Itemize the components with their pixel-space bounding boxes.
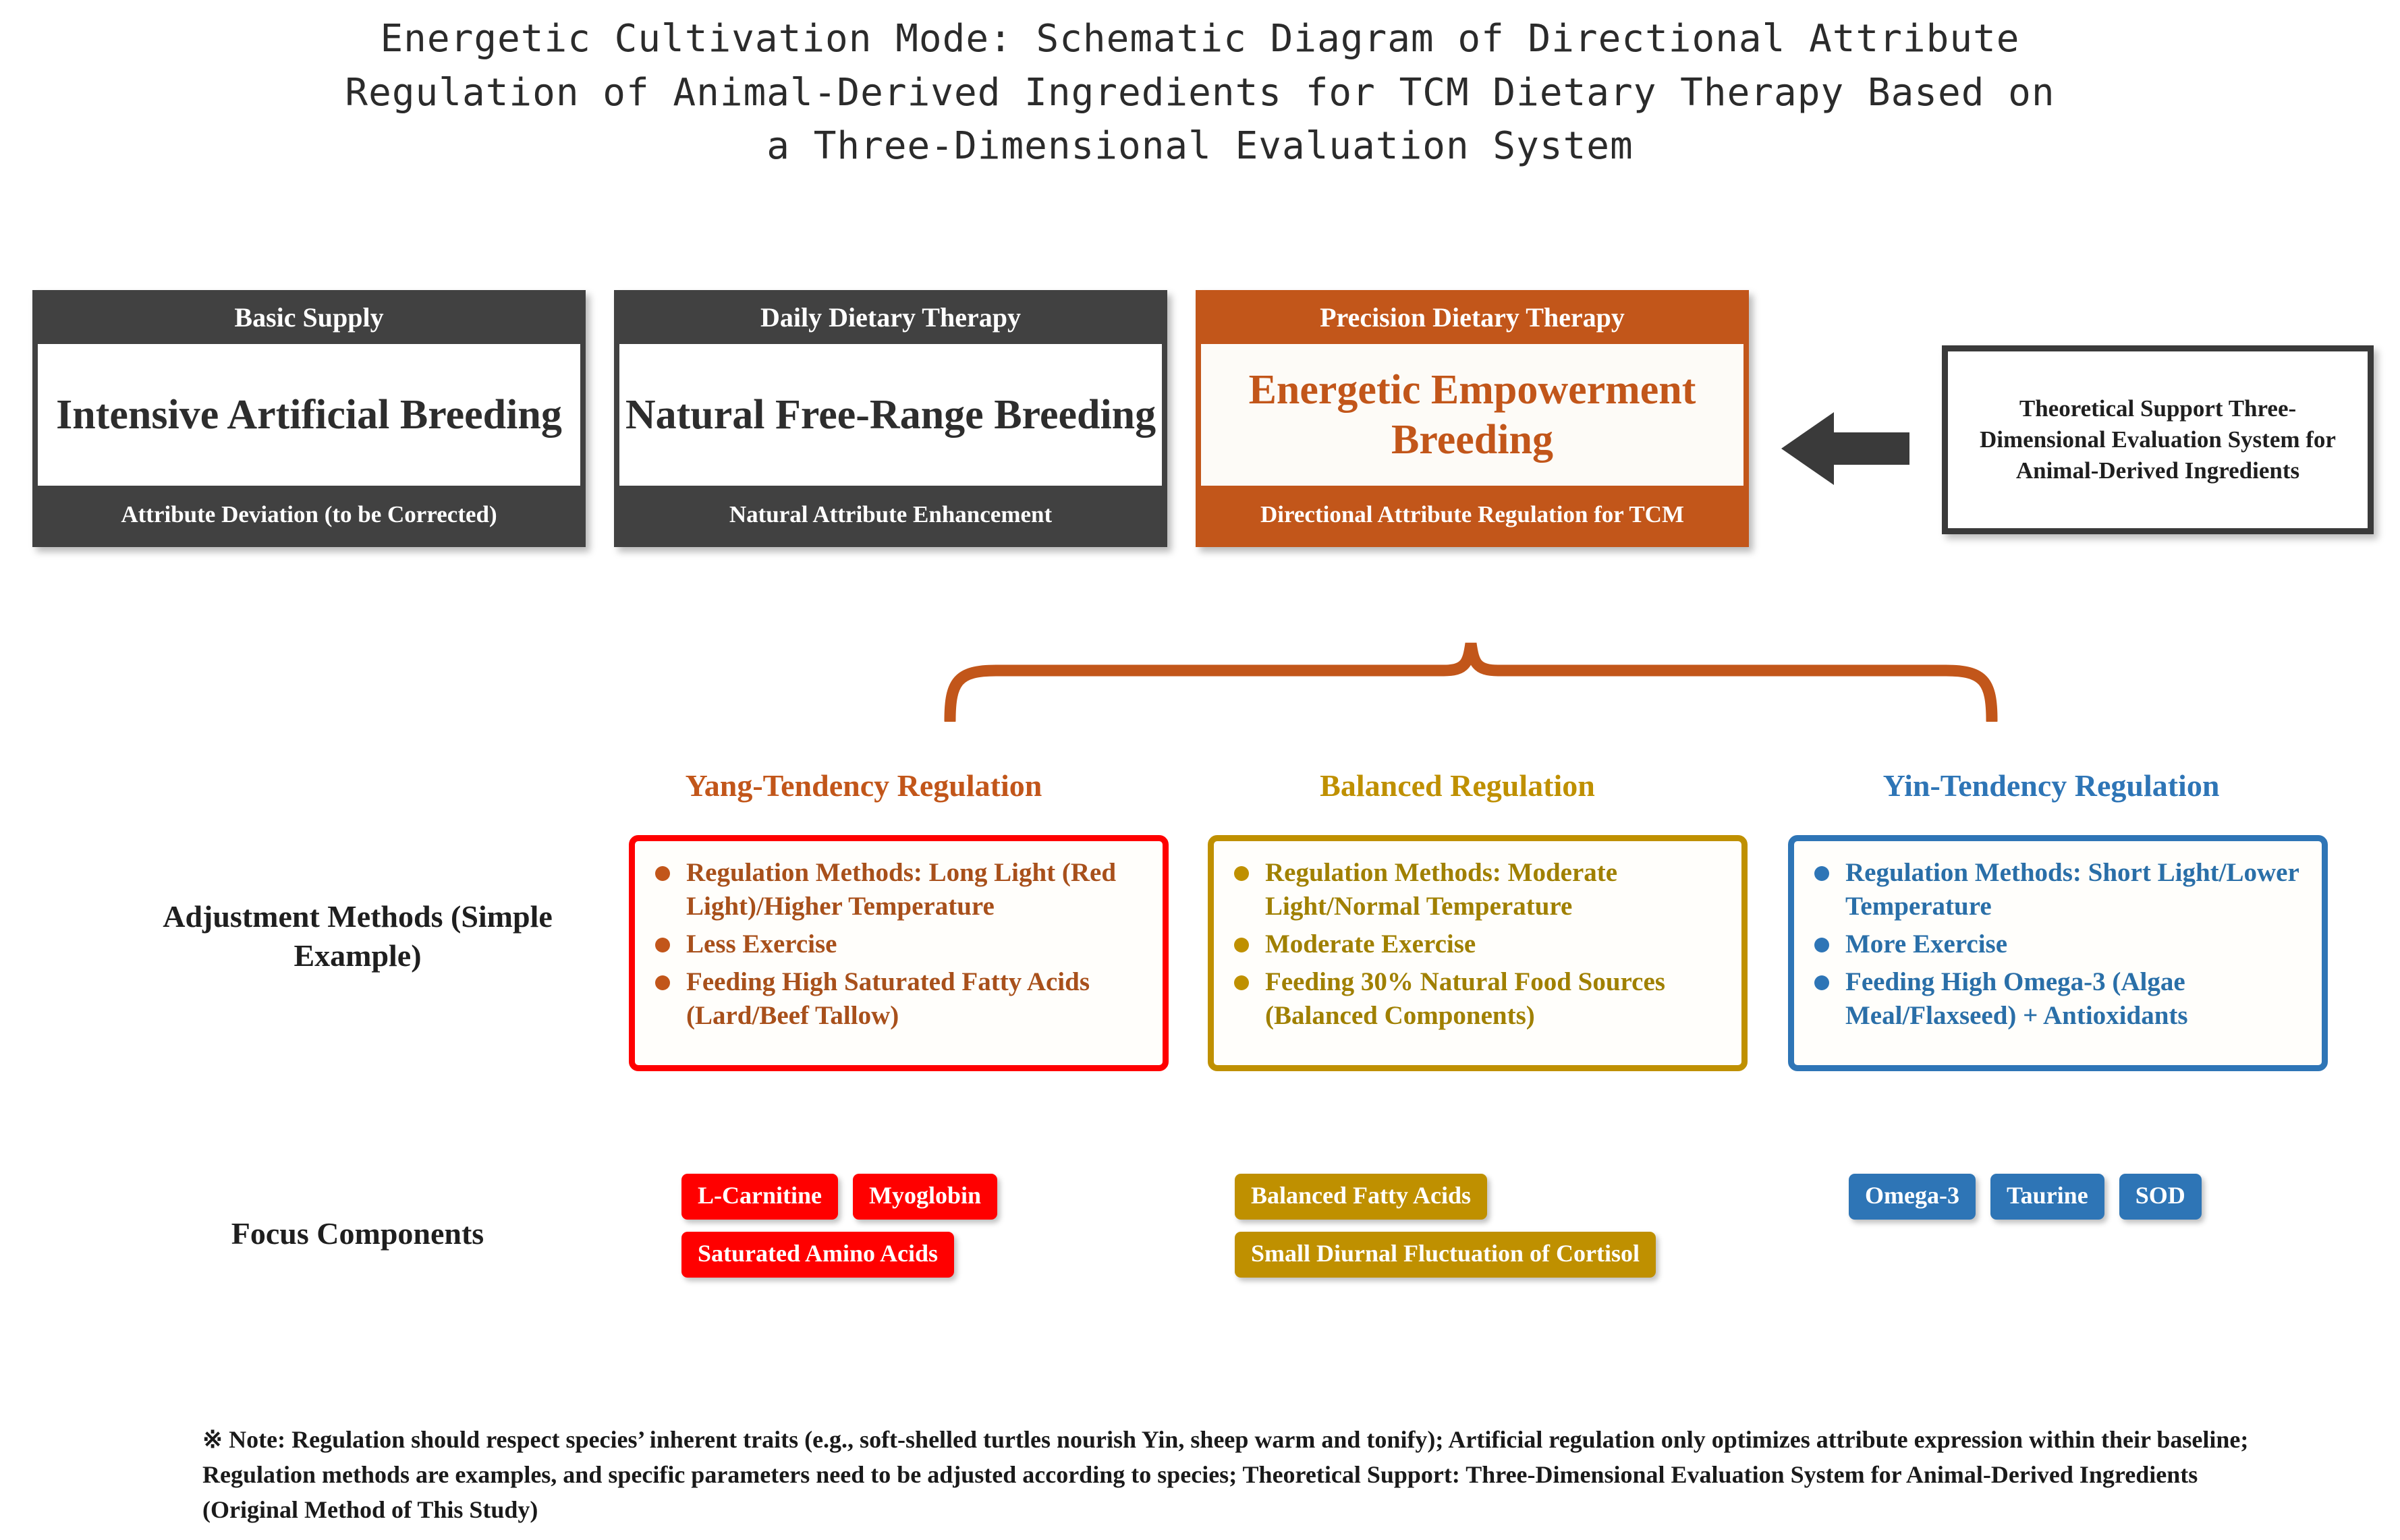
method-list-item: Regulation Methods: Short Light/Lower Te… bbox=[1810, 856, 2304, 923]
method-text: Moderate Exercise bbox=[1265, 929, 1476, 959]
method-list-item: Regulation Methods: Long Light (Red Ligh… bbox=[651, 856, 1145, 923]
method-list-item: Less Exercise bbox=[651, 928, 1145, 961]
method-list-item: Regulation Methods: Moderate Light/Norma… bbox=[1230, 856, 1724, 923]
bullet-icon bbox=[655, 975, 670, 990]
method-text: More Exercise bbox=[1845, 929, 2008, 959]
stage-card-caption: Precision Dietary Therapy bbox=[1320, 302, 1625, 333]
method-text: Regulation Methods: Long Light (Red Ligh… bbox=[686, 858, 1117, 921]
bullet-icon bbox=[1814, 975, 1829, 990]
method-list-item: Feeding 30% Natural Food Sources (Balanc… bbox=[1230, 965, 1724, 1033]
focus-tag: Small Diurnal Fluctuation of Cortisol bbox=[1235, 1231, 1656, 1278]
stage-card-daily-dietary-therapy: Daily Dietary Therapy Natural Free-Range… bbox=[614, 290, 1167, 547]
bullet-icon bbox=[1234, 866, 1249, 881]
stage-card-footer: Natural Attribute Enhancement bbox=[729, 501, 1053, 527]
row-label-adjustment-methods: Adjustment Methods (Simple Example) bbox=[163, 899, 553, 973]
method-text: Regulation Methods: Moderate Light/Norma… bbox=[1265, 858, 1618, 921]
title-line-1: Energetic Cultivation Mode: Schematic Di… bbox=[380, 17, 2020, 61]
page-title: Energetic Cultivation Mode: Schematic Di… bbox=[0, 12, 2400, 173]
column-header-balanced: Balanced Regulation bbox=[1320, 768, 1595, 803]
focus-tag: Myoglobin bbox=[853, 1174, 998, 1220]
curly-brace-down-icon bbox=[944, 642, 1998, 722]
stage-card-caption: Daily Dietary Therapy bbox=[760, 302, 1021, 333]
bullet-icon bbox=[655, 866, 670, 881]
footnote: ※ Note: Regulation should respect specie… bbox=[202, 1426, 2249, 1524]
methods-list: Regulation Methods: Moderate Light/Norma… bbox=[1230, 856, 1724, 1033]
focus-tags-balanced: Balanced Fatty Acids Small Diurnal Fluct… bbox=[1235, 1174, 1788, 1290]
title-line-3: a Three-Dimensional Evaluation System bbox=[766, 124, 1634, 169]
method-list-item: Moderate Exercise bbox=[1230, 928, 1724, 961]
focus-tag: L-Carnitine bbox=[681, 1174, 838, 1220]
bullet-icon bbox=[1234, 937, 1249, 952]
focus-tags-yin: Omega-3 Taurine SOD bbox=[1849, 1174, 2389, 1232]
bullet-icon bbox=[1234, 975, 1249, 990]
theoretical-support-text: Theoretical Support Three-Dimensional Ev… bbox=[1980, 395, 2336, 484]
focus-tag: Omega-3 bbox=[1849, 1174, 1976, 1220]
bullet-icon bbox=[1814, 866, 1829, 881]
method-text: Feeding High Omega-3 (Algae Meal/Flaxsee… bbox=[1845, 967, 2188, 1030]
focus-tag: Taurine bbox=[1990, 1174, 2104, 1220]
methods-box-yin: Regulation Methods: Short Light/Lower Te… bbox=[1788, 835, 2328, 1071]
stage-card-title: Natural Free-Range Breeding bbox=[619, 344, 1162, 486]
methods-list: Regulation Methods: Long Light (Red Ligh… bbox=[651, 856, 1145, 1033]
stage-card-footer: Directional Attribute Regulation for TCM bbox=[1260, 501, 1684, 527]
focus-tags-yang: L-Carnitine Myoglobin Saturated Amino Ac… bbox=[681, 1174, 1194, 1290]
stage-card-basic-supply: Basic Supply Intensive Artificial Breedi… bbox=[32, 290, 586, 547]
stage-card-title: Energetic Empowerment Breeding bbox=[1201, 344, 1743, 486]
focus-tag: Saturated Amino Acids bbox=[681, 1231, 955, 1278]
method-text: Feeding 30% Natural Food Sources (Balanc… bbox=[1265, 967, 1665, 1030]
method-text: Regulation Methods: Short Light/Lower Te… bbox=[1845, 858, 2299, 921]
focus-tag: Balanced Fatty Acids bbox=[1235, 1174, 1488, 1220]
methods-box-balanced: Regulation Methods: Moderate Light/Norma… bbox=[1208, 835, 1748, 1071]
stage-card-precision-dietary-therapy: Precision Dietary Therapy Energetic Empo… bbox=[1196, 290, 1749, 547]
column-header-yang: Yang-Tendency Regulation bbox=[685, 768, 1042, 803]
stage-cards-row: Basic Supply Intensive Artificial Breedi… bbox=[0, 290, 2400, 607]
bullet-icon bbox=[655, 937, 670, 952]
stage-card-footer: Attribute Deviation (to be Corrected) bbox=[121, 501, 497, 527]
method-list-item: Feeding High Omega-3 (Algae Meal/Flaxsee… bbox=[1810, 965, 2304, 1033]
stage-card-title: Intensive Artificial Breeding bbox=[38, 344, 580, 486]
method-text: Less Exercise bbox=[686, 929, 837, 959]
row-label-focus-components: Focus Components bbox=[231, 1216, 484, 1251]
left-arrow-icon bbox=[1781, 412, 1909, 485]
methods-list: Regulation Methods: Short Light/Lower Te… bbox=[1810, 856, 2304, 1033]
bullet-icon bbox=[1814, 937, 1829, 952]
method-list-item: Feeding High Saturated Fatty Acids (Lard… bbox=[651, 965, 1145, 1033]
focus-tag: SOD bbox=[2119, 1174, 2202, 1220]
title-line-2: Regulation of Animal-Derived Ingredients… bbox=[345, 70, 2055, 115]
method-list-item: More Exercise bbox=[1810, 928, 2304, 961]
column-header-yin: Yin-Tendency Regulation bbox=[1882, 768, 2220, 803]
methods-box-yang: Regulation Methods: Long Light (Red Ligh… bbox=[629, 835, 1169, 1071]
stage-card-caption: Basic Supply bbox=[234, 302, 384, 333]
theoretical-support-box: Theoretical Support Three-Dimensional Ev… bbox=[1942, 345, 2374, 534]
method-text: Feeding High Saturated Fatty Acids (Lard… bbox=[686, 967, 1090, 1030]
